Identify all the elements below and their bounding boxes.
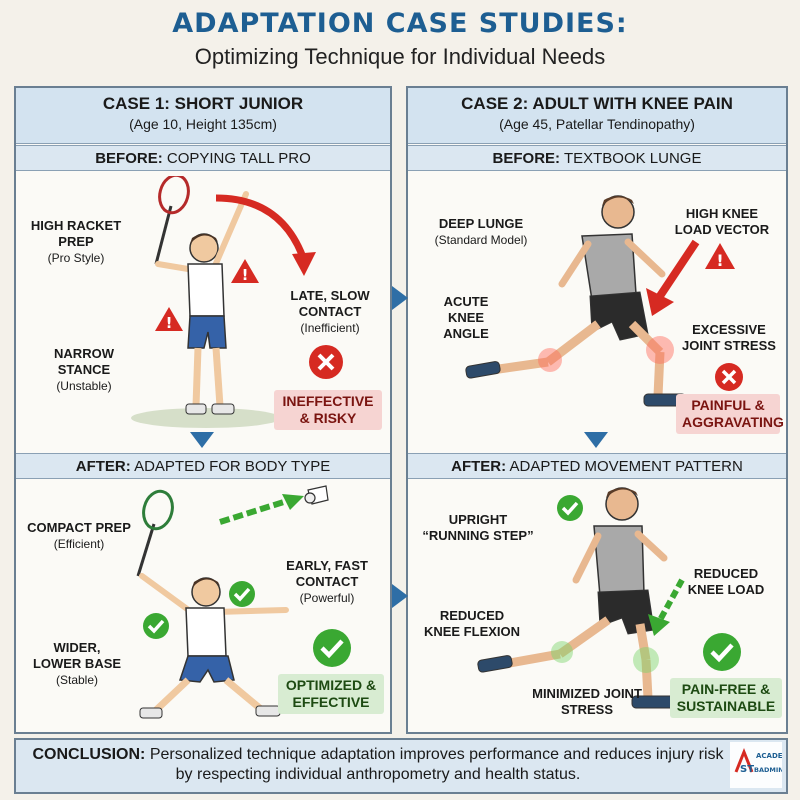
case2-after-text: ADAPTED MOVEMENT PATTERN: [509, 458, 743, 475]
right-arrow-icon: [392, 584, 408, 608]
reduced-load-arrow: [648, 578, 685, 636]
case1-before-text: COPYING TALL PRO: [166, 150, 311, 167]
case2-after-label-load: REDUCED KNEE LOAD: [687, 566, 765, 597]
case2-after-figure: [477, 487, 675, 709]
case2-before-verdict: PAINFUL & AGGRAVATING: [676, 394, 784, 434]
case1-after-label-base: WIDER, LOWER BASE (Stable): [32, 640, 122, 687]
case1-after-prefix: AFTER:: [75, 458, 131, 475]
case2-after-label-stress: MINIMIZED JOINT STRESS: [532, 686, 642, 717]
case2-before-text: TEXTBOOK LUNGE: [563, 150, 702, 167]
svg-text:BADMINTON: BADMINTON: [754, 766, 782, 774]
case2-after-label-flexion: REDUCED KNEE FLEXION: [423, 608, 521, 639]
svg-text:!: !: [166, 314, 173, 332]
case1-after-label-prep: COMPACT PREP (Efficient): [27, 520, 131, 551]
case1-header: CASE 1: SHORT JUNIOR (Age 10, Height 135…: [16, 88, 390, 144]
case2-before-label-load: HIGH KNEE LOAD VECTOR: [674, 206, 770, 237]
case1-after-figure: [136, 489, 289, 719]
case1-subtitle: (Age 10, Height 135cm): [129, 116, 277, 132]
conclusion-box: CONCLUSION: Personalized technique adapt…: [14, 738, 788, 794]
case2-title: CASE 2: ADULT WITH KNEE PAIN: [461, 94, 733, 113]
page-subtitle: Optimizing Technique for Individual Need…: [194, 44, 606, 69]
knee-load-arrow: [646, 239, 700, 316]
check-icon: [229, 581, 255, 607]
late-contact-arrow: [215, 194, 316, 276]
case2-after-band: AFTER: ADAPTED MOVEMENT PATTERN: [408, 453, 786, 479]
conclusion-prefix: CONCLUSION:: [32, 746, 146, 763]
case2-after-verdict: PAIN-FREE & SUSTAINABLE: [670, 678, 782, 718]
case2-before-label-angle: ACUTE KNEE ANGLE: [443, 294, 489, 341]
case2-panel: CASE 2: ADULT WITH KNEE PAIN (Age 45, Pa…: [406, 86, 788, 734]
svg-text:!: !: [242, 266, 249, 284]
case2-after-label-upright: UPRIGHT “RUNNING STEP”: [422, 512, 534, 543]
check-icon: [143, 613, 169, 639]
right-arrow-icon: [392, 286, 408, 310]
svg-text:!: !: [716, 251, 723, 270]
warning-icon: !: [155, 307, 183, 332]
case1-title: CASE 1: SHORT JUNIOR: [102, 94, 304, 113]
down-arrow-icon: [584, 432, 608, 448]
page-title: ADAPTATION CASE STUDIES:: [172, 8, 628, 39]
shuttlecock-icon: [304, 485, 329, 505]
conclusion-text: Personalized technique adaptation improv…: [149, 746, 724, 783]
warning-icon: !: [231, 259, 259, 284]
x-icon: [715, 363, 743, 391]
case1-panel: CASE 1: SHORT JUNIOR (Age 10, Height 135…: [14, 86, 392, 734]
academy-logo: ACADEMY ST BADMINTON: [730, 742, 782, 788]
case1-before-label-racket: HIGH RACKET PREP (Pro Style): [30, 218, 122, 265]
case1-before-label-contact: LATE, SLOW CONTACT (Inefficient): [290, 288, 370, 335]
check-icon: [703, 633, 741, 671]
case2-before-label-stress: EXCESSIVE JOINT STRESS: [682, 322, 776, 353]
check-icon: [313, 629, 351, 667]
down-arrow-icon: [190, 432, 214, 448]
svg-text:ACADEMY: ACADEMY: [756, 752, 782, 760]
case1-after-text: ADAPTED FOR BODY TYPE: [134, 458, 331, 475]
case1-before-label-stance: NARROW STANCE (Unstable): [54, 346, 114, 393]
case1-before-figure: [131, 176, 281, 428]
svg-text:ST: ST: [740, 764, 754, 775]
case1-after-label-contact: EARLY, FAST CONTACT (Powerful): [286, 558, 368, 605]
case2-after-prefix: AFTER:: [451, 458, 507, 475]
fast-contact-arrow: [219, 494, 304, 525]
case1-before-prefix: BEFORE:: [95, 150, 163, 167]
case2-before-figure: [465, 195, 687, 407]
x-icon: [309, 345, 343, 379]
case1-after-band: AFTER: ADAPTED FOR BODY TYPE: [16, 453, 390, 479]
case1-before-band: BEFORE: COPYING TALL PRO: [16, 145, 390, 171]
case2-before-band: BEFORE: TEXTBOOK LUNGE: [408, 145, 786, 171]
case2-subtitle: (Age 45, Patellar Tendinopathy): [499, 116, 695, 132]
case1-after-verdict: OPTIMIZED & EFFECTIVE: [278, 674, 384, 714]
case2-before-label-lunge: DEEP LUNGE (Standard Model): [434, 216, 528, 247]
case2-before-prefix: BEFORE:: [492, 150, 561, 167]
case2-header: CASE 2: ADULT WITH KNEE PAIN (Age 45, Pa…: [408, 88, 786, 144]
check-icon: [557, 495, 583, 521]
case1-before-verdict: INEFFECTIVE & RISKY: [274, 390, 382, 430]
warning-icon: !: [705, 243, 735, 270]
